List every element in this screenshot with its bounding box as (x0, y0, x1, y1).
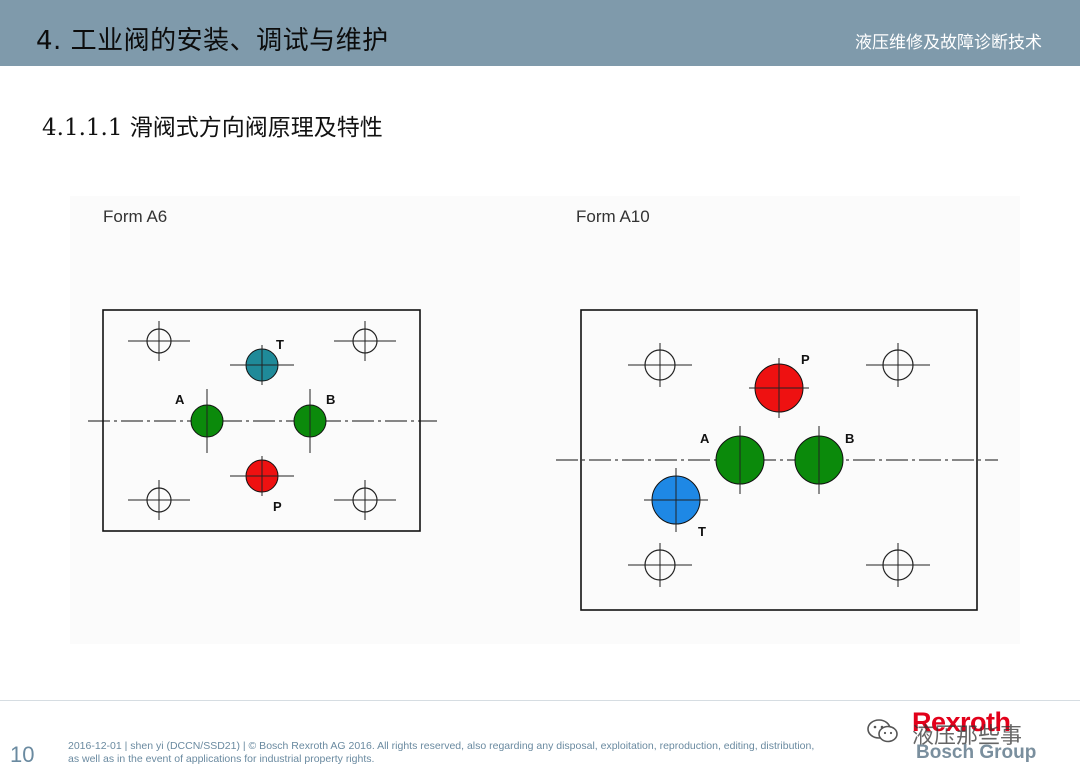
diagram-background (70, 196, 1020, 644)
form-a10-label: Form A10 (576, 207, 650, 226)
form-a6-mounting-holes (128, 321, 396, 520)
mounting-hole (334, 480, 396, 520)
mounting-hole (628, 343, 692, 387)
wechat-icon (867, 719, 898, 743)
form-a6-label: Form A6 (103, 207, 167, 226)
form-a6-port-a: A (175, 389, 224, 453)
copyright-notice: 2016-12-01 | shen yi (DCCN/SSD21) | © Bo… (68, 740, 888, 766)
watermark-text: 液压那些事 (912, 724, 1023, 749)
mounting-hole (128, 480, 190, 520)
form-a10-mounting-holes (628, 343, 930, 587)
form-a10-port-a: A (700, 426, 765, 494)
port-label-b: B (326, 392, 335, 407)
mounting-hole (128, 321, 190, 361)
port-label-p: P (273, 499, 282, 514)
valve-port-diagram: Form A6 T A (88, 207, 998, 611)
mounting-hole (628, 543, 692, 587)
form-a6-port-b: B (293, 389, 335, 453)
rexroth-logo: Rexroth (912, 707, 1011, 737)
mounting-hole (866, 343, 930, 387)
port-label-p: P (801, 352, 810, 367)
section-heading: 4.1.1.1 滑阀式方向阀原理及特性 (42, 115, 383, 141)
form-a10-port-p: P (749, 352, 810, 418)
course-title: 液压维修及故障诊断技术 (855, 33, 1042, 53)
header-bar: 4. 工业阀的安装、调试与维护 液压维修及故障诊断技术 (0, 0, 1080, 66)
mounting-hole (866, 543, 930, 587)
footer-divider (0, 700, 1080, 701)
port-label-a: A (700, 431, 710, 446)
port-label-t: T (698, 524, 706, 539)
form-a6-port-t: T (230, 337, 294, 385)
mounting-hole (334, 321, 396, 361)
form-a10-port-b: B (794, 426, 854, 494)
copyright-line-2: as well as in the event of applications … (68, 753, 375, 765)
port-label-b: B (845, 431, 854, 446)
form-a10-outline (580, 309, 978, 611)
slide-title: 4. 工业阀的安装、调试与维护 (36, 26, 389, 56)
port-label-t: T (276, 337, 284, 352)
page-number: 10 (10, 742, 35, 767)
form-a6-port-p: P (230, 456, 294, 514)
form-a10-port-t: T (644, 468, 708, 539)
copyright-line-1: 2016-12-01 | shen yi (DCCN/SSD21) | © Bo… (68, 740, 815, 752)
port-label-a: A (175, 392, 185, 407)
bosch-group-logo: Bosch Group (916, 742, 1037, 763)
